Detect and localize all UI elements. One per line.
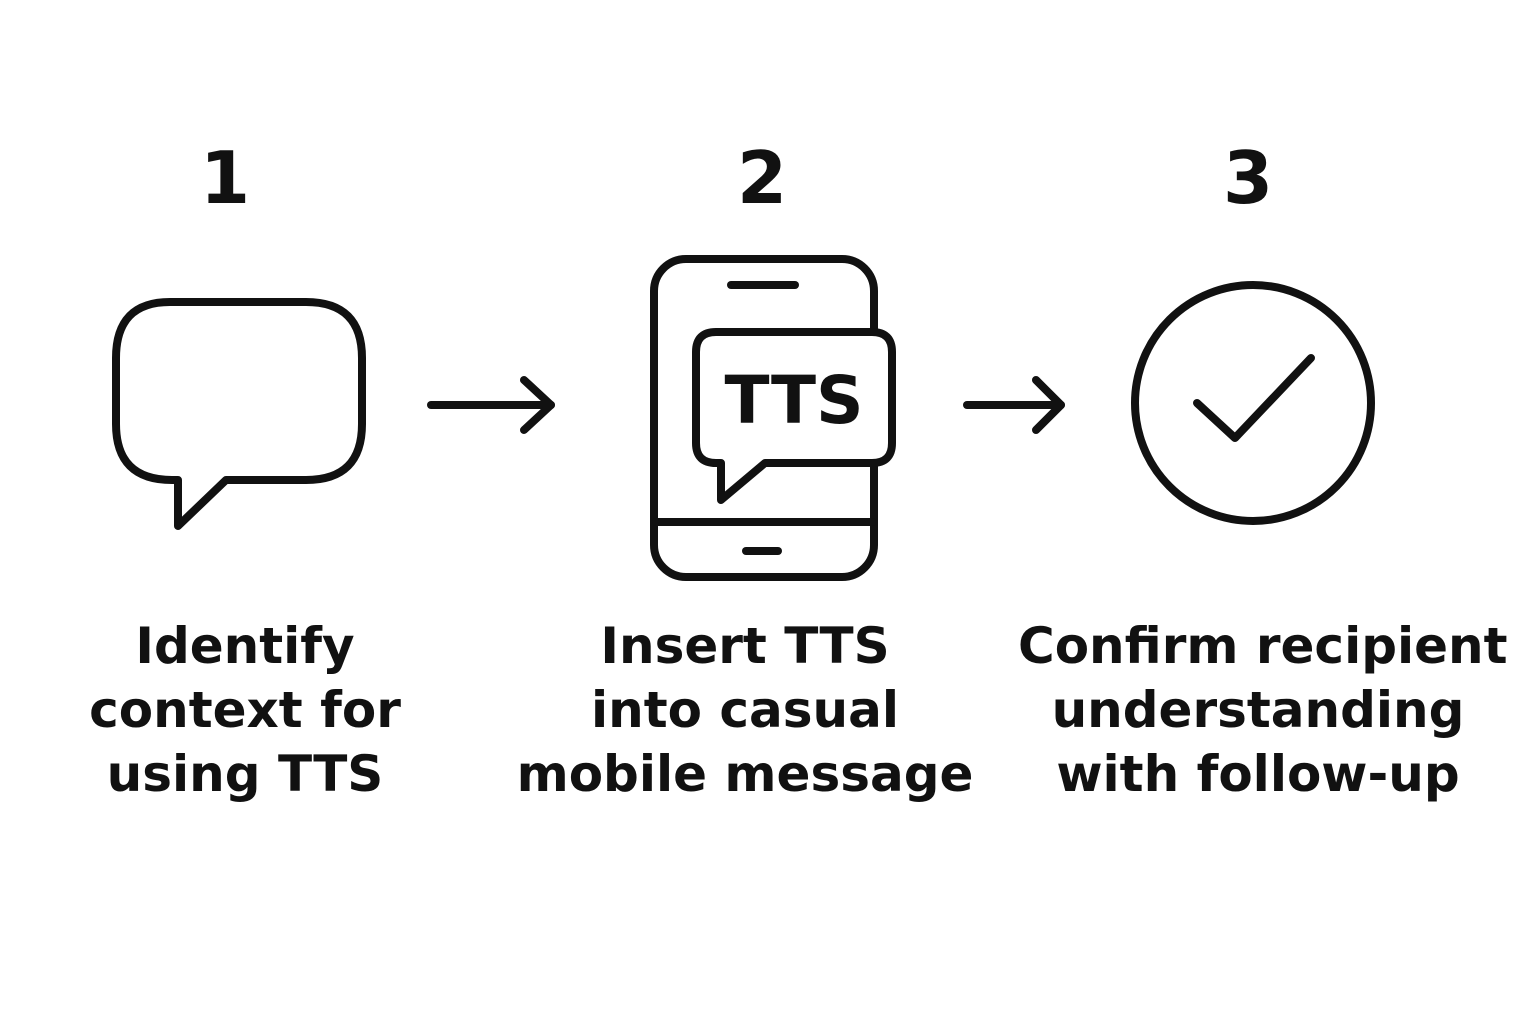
step-3-label-line: understanding — [1051, 681, 1465, 739]
step-2-number: 2 — [736, 136, 788, 220]
step-3-number: 3 — [1222, 136, 1274, 220]
step-1-label-line: Identify — [135, 617, 355, 675]
phone-message-icon: TTS — [650, 255, 896, 581]
arrow-right-icon — [427, 376, 555, 434]
speech-bubble-icon — [112, 298, 366, 530]
step-3-label: Confirm recipient understanding with fol… — [1018, 614, 1508, 806]
step-3-label-line: with follow-up — [1056, 745, 1460, 803]
step-1-label: Identify context for using TTS — [5, 614, 485, 806]
step-2-label-line: into casual — [590, 681, 899, 739]
step-3-label-line: Confirm recipient — [1018, 617, 1508, 675]
tts-message-bubble — [692, 328, 896, 504]
step-1-label-line: using TTS — [106, 745, 384, 803]
step-1-label-line: context for — [89, 681, 401, 739]
tts-bubble-text: TTS — [724, 362, 863, 439]
step-2-label: Insert TTS into casual mobile message — [505, 614, 985, 806]
step-2-label-line: Insert TTS — [600, 617, 890, 675]
step-2-label-line: mobile message — [516, 745, 974, 803]
checkmark-circle-icon — [1131, 281, 1375, 525]
step-1-number: 1 — [199, 136, 251, 220]
arrow-right-icon — [963, 376, 1065, 434]
